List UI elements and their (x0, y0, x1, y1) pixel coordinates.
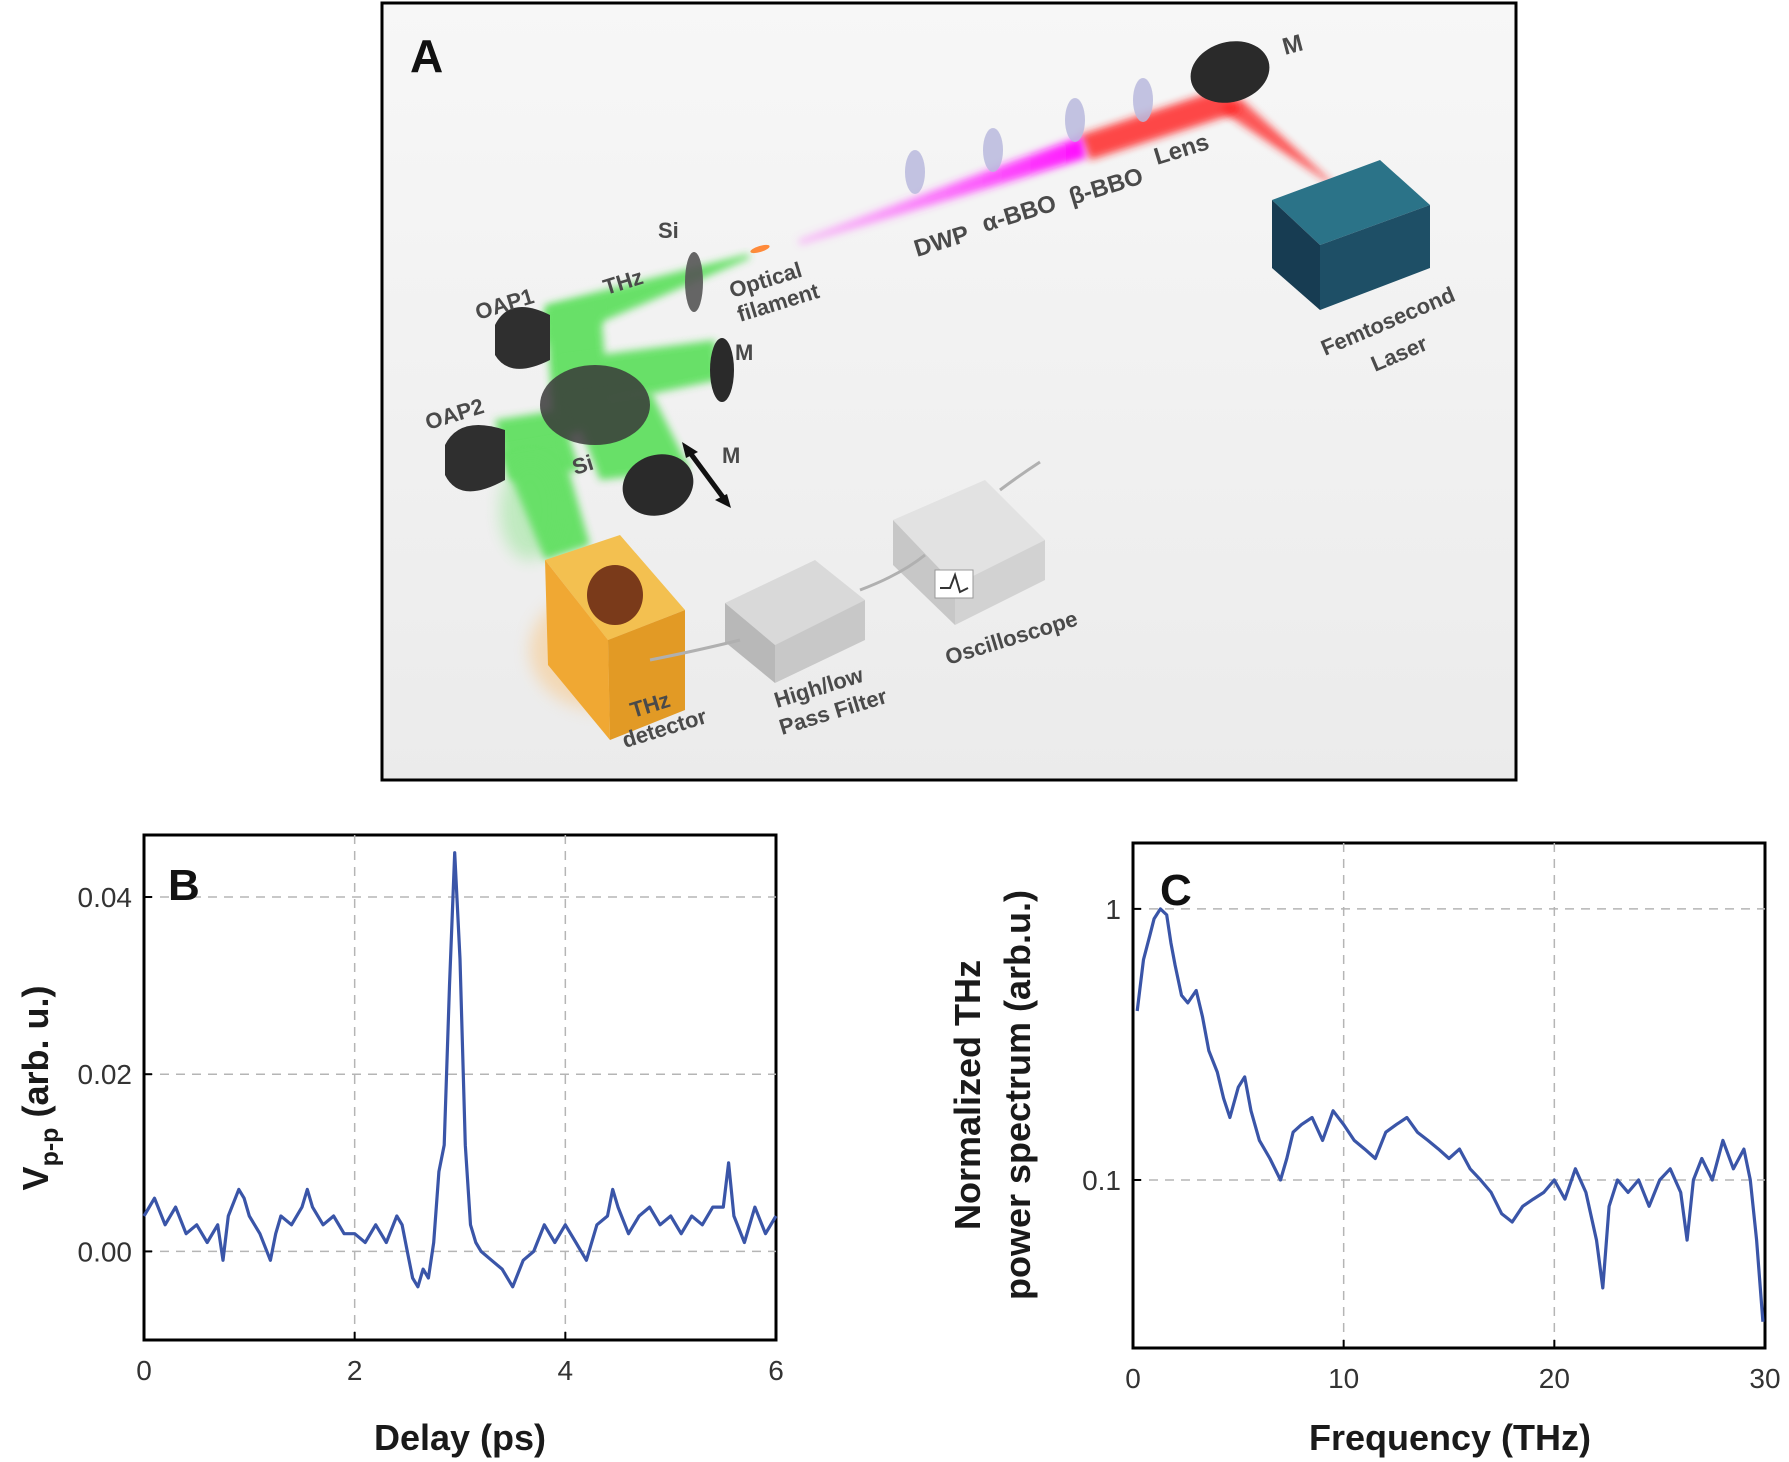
panel-a-letter: A (410, 30, 443, 82)
chart-b-xlabel: Delay (ps) (374, 1417, 546, 1458)
delay-mirror (622, 454, 694, 516)
chart-b-ylabel: Vp-p (arb. u.) (15, 986, 64, 1191)
x-tick-label: 2 (347, 1355, 363, 1386)
x-tick-label: 10 (1328, 1363, 1359, 1394)
chart-c-ylabel-line2: power spectrum (arb.u.) (997, 890, 1038, 1300)
laser-beam-red (1080, 86, 1345, 194)
y-tick-label: 0.1 (1082, 1165, 1121, 1196)
chart-c-ylabel-line1: Normalized THz (947, 960, 988, 1230)
y-tick-label: 0.04 (78, 882, 133, 913)
lens-icon (1133, 78, 1153, 122)
chart-c-yticks: 0.11 (1082, 894, 1141, 1196)
femtosecond-laser (1272, 160, 1430, 310)
oap1-mirror (495, 307, 550, 369)
chart-b-frame (142, 833, 778, 1342)
x-tick-label: 0 (136, 1355, 152, 1386)
y-tick-label: 1 (1105, 894, 1121, 925)
chart-b-yticks: 0.00 0.02 0.04 (78, 882, 152, 1267)
chart-b-letter: B (168, 861, 200, 910)
cable-detector-filter (649, 638, 741, 662)
cable-scope-top (999, 460, 1041, 492)
chart-c-xticks: 0 10 20 30 (1125, 1340, 1781, 1394)
alpha-bbo-crystal (983, 128, 1003, 172)
chart-b-ylabel-rest: (arb. u.) (15, 986, 56, 1128)
delay-arrow-icon (682, 442, 731, 508)
laser-beam-magenta (798, 136, 1086, 245)
chart-c-xlabel: Frequency (THz) (1309, 1417, 1591, 1458)
si-wafer-top (685, 252, 703, 312)
x-tick-label: 4 (558, 1355, 574, 1386)
oscilloscope-device (893, 480, 1045, 625)
label-si-top: Si (658, 218, 679, 243)
top-mirror (1190, 41, 1270, 103)
oap2-mirror (445, 425, 505, 492)
chart-b-xticks: 0 2 4 6 (136, 1332, 784, 1386)
dwp-plate (905, 150, 925, 194)
panel-a: A (380, 1, 1518, 782)
chart-b-ylabel-main: V (15, 1166, 56, 1190)
chart-c-frame (1131, 841, 1767, 1350)
chart-c-letter: C (1160, 866, 1192, 915)
cable-filter-scope (859, 553, 926, 592)
chart-b-ylabel-sub: p-p (36, 1128, 64, 1167)
mid-mirror (710, 338, 734, 402)
thz-detector (530, 535, 685, 740)
x-tick-label: 30 (1749, 1363, 1780, 1394)
chart-c-series-line (1135, 907, 1765, 1322)
label-m-mid: M (735, 340, 753, 365)
x-tick-label: 20 (1539, 1363, 1570, 1394)
beta-bbo-crystal (1065, 98, 1085, 142)
chart-c-grid (1133, 843, 1765, 1348)
y-tick-label: 0.00 (78, 1236, 133, 1267)
x-tick-label: 0 (1125, 1363, 1141, 1394)
y-tick-label: 0.02 (78, 1059, 133, 1090)
chart-b-series-line (142, 851, 778, 1289)
label-m-low: M (722, 443, 740, 468)
x-tick-label: 6 (768, 1355, 784, 1386)
center-beamsplitter (540, 365, 650, 445)
chart-b-grid (144, 835, 776, 1340)
pass-filter-box (725, 560, 865, 683)
optical-filament (750, 244, 770, 254)
chart-b: 0 2 4 6 0.00 0.02 0.04 B Delay (ps) Vp-p (arb… (15, 833, 784, 1458)
